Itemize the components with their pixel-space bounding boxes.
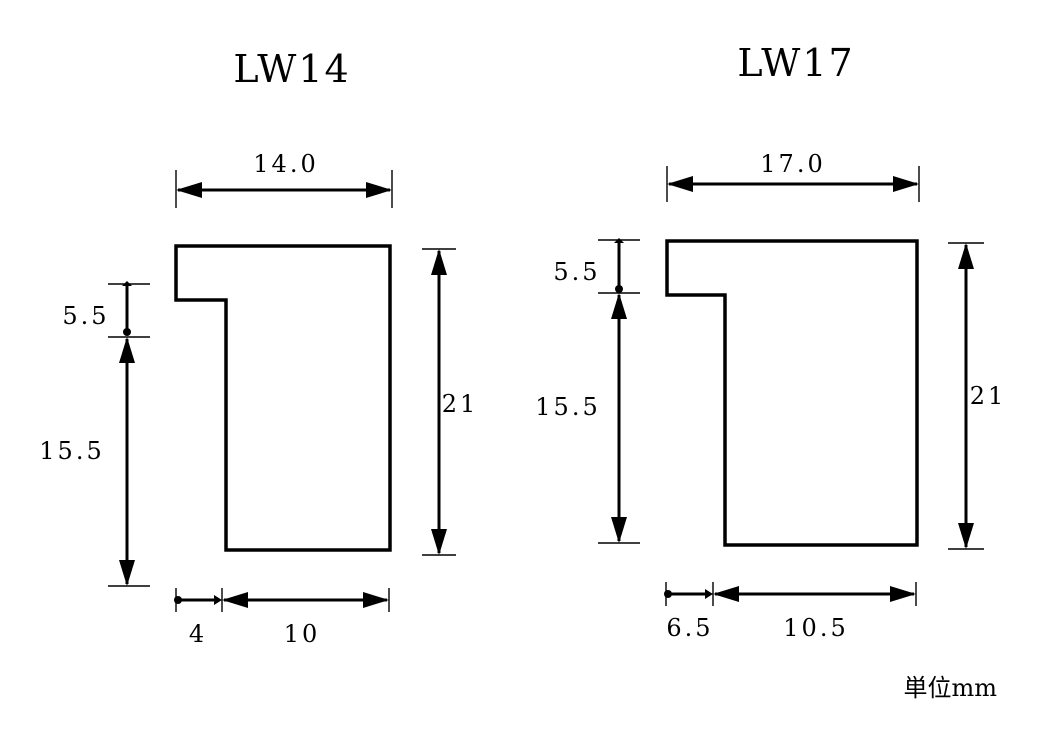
lip-height-label: 5.5 (62, 302, 109, 330)
arrow-tick (614, 238, 624, 243)
arrow-tick (705, 589, 713, 599)
arrow-dot (664, 590, 672, 598)
arrow-tick (122, 281, 132, 286)
arrow-dot (123, 328, 131, 336)
profile-outline (174, 244, 392, 552)
height-label: 21 (442, 390, 479, 418)
width-label: 14.0 (253, 150, 318, 178)
lip-width-label: 6.5 (666, 614, 713, 642)
body-width-label: 10.5 (783, 614, 848, 642)
profile-title: LW14 (233, 47, 350, 91)
unit-note: 単位mm (903, 674, 997, 702)
profile-outline (665, 239, 919, 547)
profile-title: LW17 (737, 41, 854, 85)
arrow-dot (615, 285, 623, 293)
body-height-label: 15.5 (535, 393, 600, 421)
lip-width-label: 4 (189, 620, 207, 648)
arrow-dot (174, 596, 182, 604)
arrow-tick (214, 595, 222, 605)
body-height-label: 15.5 (39, 437, 104, 465)
profile-lw17: LW17 17.0 21 5.5 15.5 6.5 10.5 (535, 41, 1007, 642)
body-width-label: 10 (284, 620, 321, 648)
profile-lw14: LW14 14.0 21 5.5 15.5 4 10 (39, 47, 479, 648)
height-label: 21 (970, 382, 1007, 410)
lip-height-label: 5.5 (553, 258, 600, 286)
width-label: 17.0 (760, 150, 825, 178)
